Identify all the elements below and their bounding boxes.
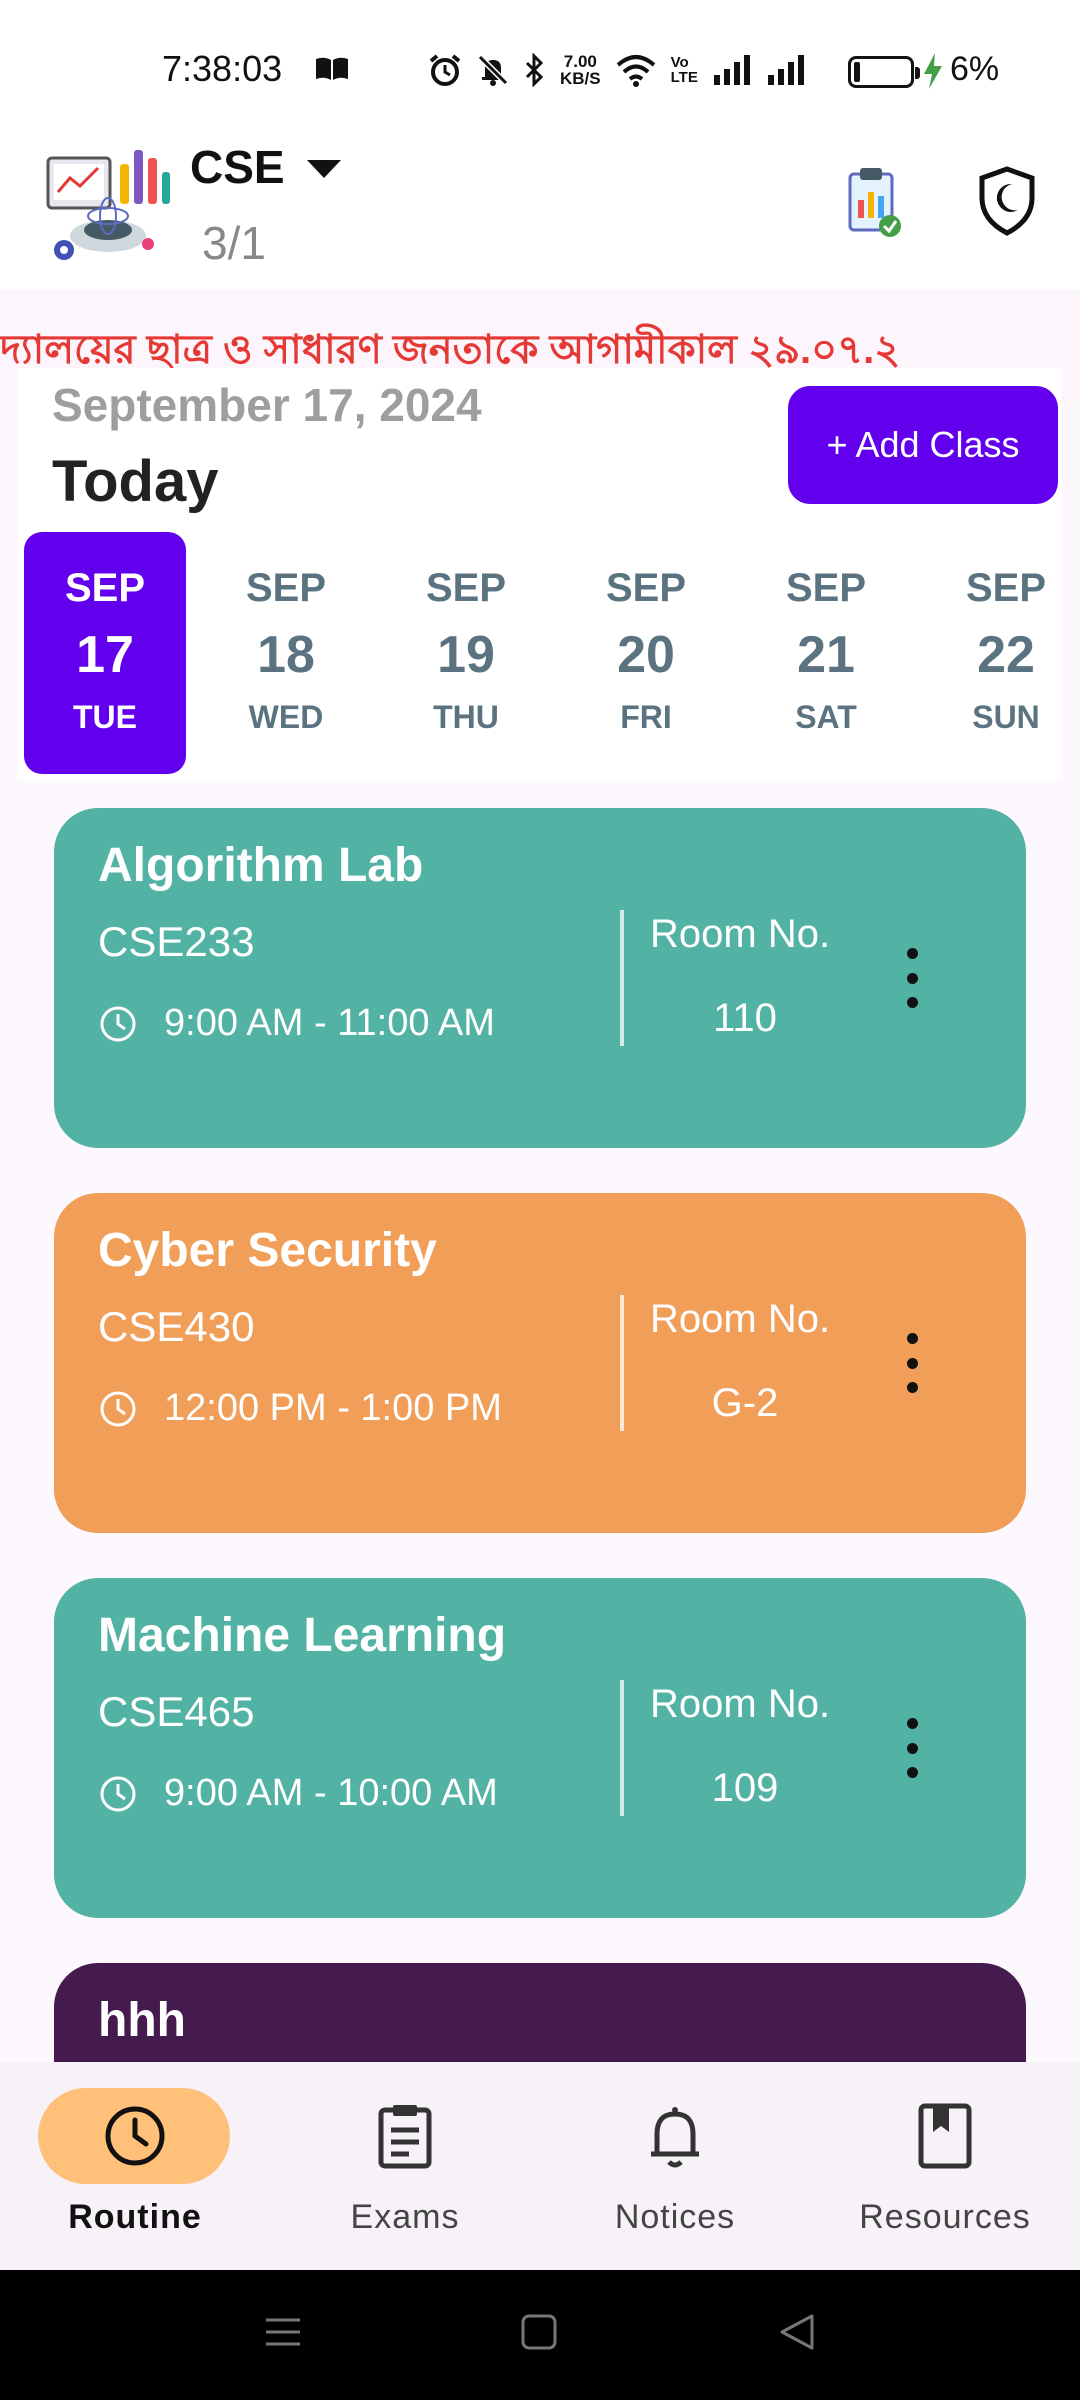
nav-label: Notices [614,2198,736,2236]
day-month: SEP [605,566,687,610]
room-number: G-2 [711,1381,779,1425]
wifi-icon [616,55,655,87]
status-time: 7:38:03 [162,48,283,89]
nav-exams[interactable]: Exams [270,2062,540,2270]
volte-indicator: Vo LTE [670,54,698,86]
day-month: SEP [64,566,146,610]
day-weekday: WED [248,699,324,735]
current-date: September 17, 2024 [52,379,482,431]
room-number: 109 [711,1766,779,1810]
card-divider [620,1295,624,1431]
day-number: 21 [797,626,855,684]
add-class-button[interactable]: + Add Class [788,386,1058,504]
day-number: 20 [617,626,675,684]
day-month: SEP [245,566,327,610]
network-speed: 7.00 KB/S [560,52,601,88]
clock-icon [100,1006,136,1042]
room-label: Room No. [650,1297,831,1341]
battery-icon [848,56,920,88]
day-weekday: THU [433,699,499,735]
day-number: 17 [76,626,134,684]
day-month: SEP [965,566,1047,610]
class-code: CSE430 [98,1303,255,1350]
day-weekday: TUE [73,699,137,735]
clock-icon [100,1776,136,1812]
class-card[interactable]: Cyber Security CSE430 12:00 PM - 1:00 PM… [54,1193,1026,1533]
status-icons: 7.00 KB/S Vo LTE [428,50,806,90]
card-divider [620,1680,624,1816]
card-divider [620,910,624,1046]
charging-icon [924,53,942,89]
class-time: 9:00 AM - 10:00 AM [164,1772,498,1814]
bottom-navigation: Routine Exams Notices Resources [0,2062,1080,2270]
status-bar: 7:38:03 7.00 KB/S [0,0,1080,130]
nav-label: Routine [68,2198,202,2236]
shield-theme-icon[interactable] [978,166,1036,236]
home-icon[interactable] [520,2312,558,2352]
signal-icon-2 [767,55,804,85]
class-title: Cyber Security [98,1224,437,1277]
room-label: Room No. [650,1682,831,1726]
class-card[interactable]: Algorithm Lab CSE233 9:00 AM - 11:00 AM … [54,808,1026,1148]
day-tab-18[interactable]: SEP 18 WED [205,532,367,774]
room-label: Room No. [650,912,831,956]
department-label: CSE [190,141,285,193]
day-tab-19[interactable]: SEP 19 THU [385,532,547,774]
more-options-icon[interactable] [900,1718,924,1778]
dropdown-caret-icon [306,160,341,178]
back-icon[interactable] [778,2312,816,2352]
clipboard-icon [378,2105,432,2169]
bookmark-book-icon [918,2103,972,2169]
day-weekday: FRI [620,699,672,735]
day-weekday: SAT [795,699,857,735]
day-weekday: SUN [972,699,1040,735]
day-tab-22[interactable]: SEP 22 SUN [925,532,1080,774]
nav-label: Resources [859,2198,1031,2236]
today-heading: Today [52,449,219,514]
nav-routine[interactable]: Routine [0,2062,270,2270]
more-options-icon[interactable] [900,948,924,1008]
day-tab-21[interactable]: SEP 21 SAT [745,532,907,774]
class-code: CSE465 [98,1688,255,1735]
room-number: 110 [713,996,777,1040]
day-tab-20[interactable]: SEP 20 FRI [565,532,727,774]
marquee-text: দ্যালয়ের ছাত্র ও সাধারণ জনতাকে আগামীকাল… [0,328,901,372]
alarm-icon [429,54,461,86]
battery-percent: 6% [950,50,1000,88]
more-options-icon[interactable] [900,1333,924,1393]
day-number: 18 [257,626,315,684]
class-title: hhh [98,1994,186,2047]
day-tab-17[interactable]: SEP 17 TUE [24,532,186,774]
system-navigation-bar [0,2270,1080,2400]
bell-icon [651,2107,699,2168]
book-notification-icon [316,57,348,80]
nav-label: Exams [350,2198,460,2236]
class-card[interactable]: Machine Learning CSE465 9:00 AM - 10:00 … [54,1578,1026,1918]
app-header: CSE 3/1 [0,130,1080,290]
day-number: 19 [437,626,495,684]
clock-icon [105,2106,165,2166]
mute-bell-icon [477,54,509,86]
semester-label: 3/1 [202,217,266,269]
class-time: 12:00 PM - 1:00 PM [164,1387,502,1429]
signal-icon [713,55,750,85]
class-title: Algorithm Lab [98,839,424,892]
day-month: SEP [785,566,867,610]
menu-icon[interactable] [264,2312,302,2352]
bluetooth-icon [525,53,544,87]
nav-notices[interactable]: Notices [540,2062,810,2270]
app-logo-icon [46,150,170,260]
clock-icon [100,1391,136,1427]
day-month: SEP [425,566,507,610]
department-selector[interactable]: CSE [190,140,341,194]
nav-resources[interactable]: Resources [810,2062,1080,2270]
report-clipboard-icon[interactable] [846,166,904,238]
class-time: 9:00 AM - 11:00 AM [164,1002,495,1044]
class-code: CSE233 [98,918,255,965]
class-title: Machine Learning [98,1609,507,1662]
day-number: 22 [977,626,1035,684]
